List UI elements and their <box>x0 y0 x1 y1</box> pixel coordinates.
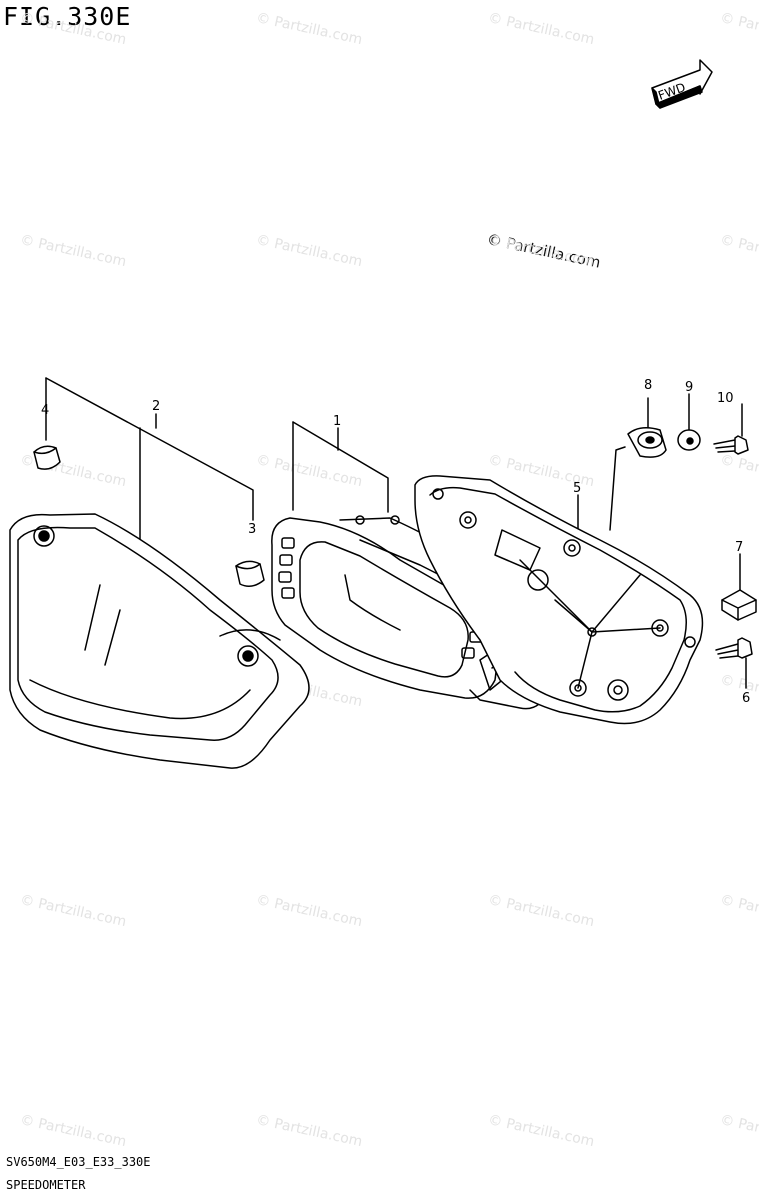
cushion-part-8 <box>627 427 667 458</box>
screw-part-10 <box>713 435 749 455</box>
callout-number: 1 <box>333 414 341 429</box>
model-code: SV650M4_E03_E33_330E <box>6 1155 151 1169</box>
meter-cover-part-2 <box>9 513 310 769</box>
washer-part-9 <box>677 429 701 451</box>
meter-case-part-5 <box>414 475 704 725</box>
callout-number: 3 <box>248 522 256 537</box>
fwd-arrow-icon: FWD <box>651 59 713 109</box>
callout-number: 9 <box>685 380 693 395</box>
screw-part-6 <box>715 637 753 659</box>
callout-number: 2 <box>152 399 160 414</box>
figure-title: FIG.330E <box>3 2 132 31</box>
figure-name: SPEEDOMETER <box>6 1178 86 1192</box>
nut-part-7 <box>721 589 757 621</box>
callout-labels: 1 2 3 4 5 6 7 8 9 10 <box>41 378 750 706</box>
cap-part-3 <box>235 560 265 587</box>
callout-number: 8 <box>644 378 652 393</box>
callout-number: 6 <box>742 691 750 706</box>
callout-number: 7 <box>735 540 743 555</box>
cap-part-4 <box>33 445 61 470</box>
callout-number: 4 <box>41 403 49 418</box>
callout-number: 10 <box>717 391 734 406</box>
leader-lines <box>45 377 747 689</box>
callout-number: 5 <box>573 481 581 496</box>
